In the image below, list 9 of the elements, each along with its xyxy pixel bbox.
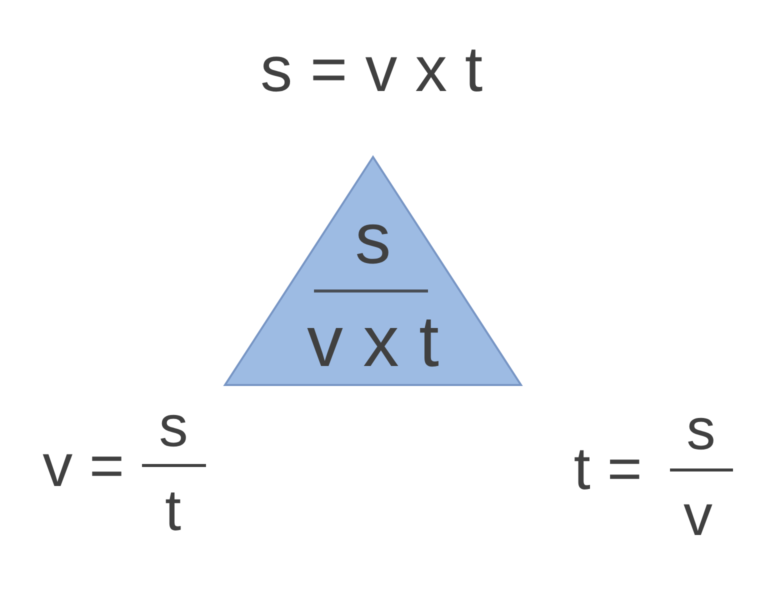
formula-text: v = xyxy=(42,436,124,496)
formula-text: v xyxy=(684,486,712,545)
formula-text: v x t xyxy=(307,306,439,378)
formula-text: t xyxy=(164,482,182,540)
formula-text: s xyxy=(355,203,391,276)
formula-text: s = v x t xyxy=(260,36,483,101)
formula-text: t = xyxy=(574,439,642,500)
formula-text: s xyxy=(159,398,188,456)
formula-text: s xyxy=(686,400,716,459)
